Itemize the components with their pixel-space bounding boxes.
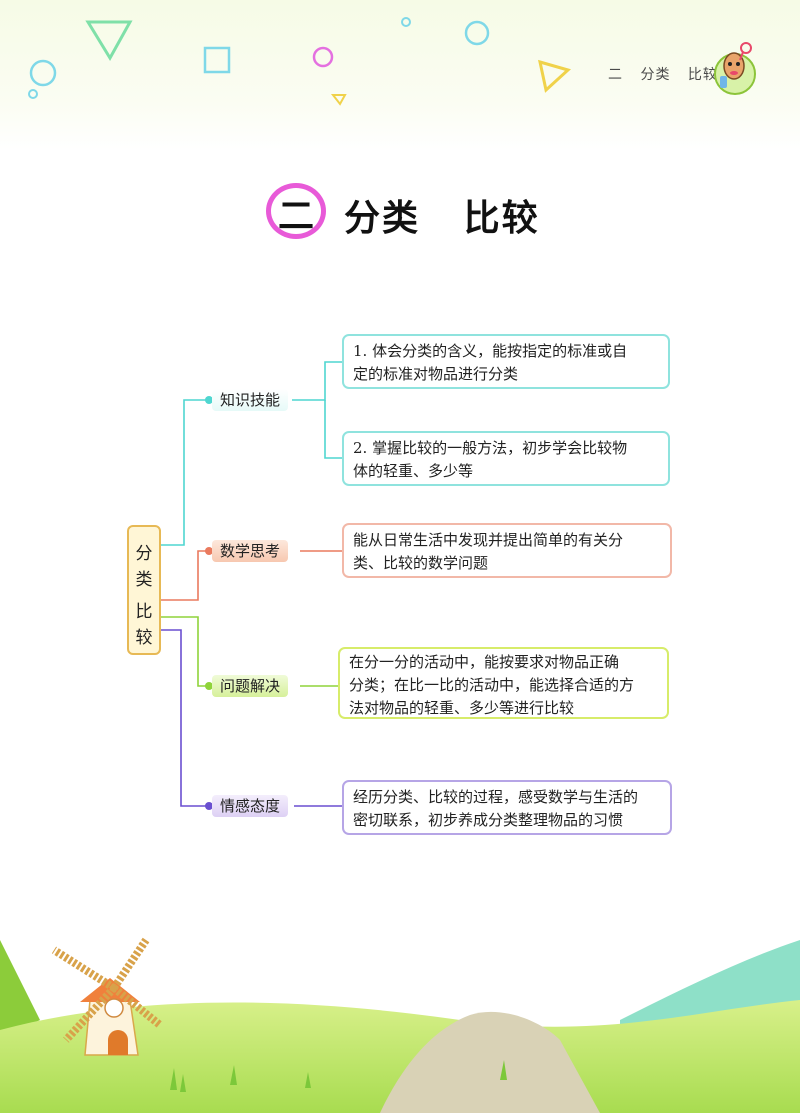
title-text: 分类 比较 bbox=[344, 198, 540, 239]
connector-problem bbox=[161, 616, 212, 687]
category-problem: 问题解决 bbox=[212, 675, 289, 697]
box-line: 分类；在比一比的活动中，能选择合适的方 bbox=[349, 676, 635, 694]
circle-icon bbox=[312, 46, 334, 68]
box-line: 体的轻重、多少等 bbox=[353, 462, 474, 480]
content-box-attitude: 经历分类、比较的过程，感受数学与生活的 密切联系，初步养成分类整理物品的习惯 bbox=[342, 780, 672, 835]
circle-icon bbox=[29, 59, 57, 87]
category-dot bbox=[205, 802, 213, 810]
decorative-shapes bbox=[28, 17, 572, 106]
category-thinking: 数学思考 bbox=[212, 540, 289, 562]
mascot-icon bbox=[714, 42, 756, 95]
landscape-illustration bbox=[0, 937, 800, 1113]
category-attitude: 情感态度 bbox=[212, 795, 289, 817]
circle-icon bbox=[401, 17, 411, 27]
chapter-number: 二 bbox=[608, 67, 623, 83]
content-box-knowledge-2: 2. 掌握比较的一般方法，初步学会比较物 体的轻重、多少等 bbox=[342, 431, 670, 486]
box-line: 能从日常生活中发现并提出简单的有关分 bbox=[353, 531, 624, 549]
page-title: 二 分类 比较 bbox=[0, 183, 800, 243]
chapter-title: 分类 bbox=[640, 67, 671, 83]
running-header: 二 分类 比较 bbox=[608, 64, 730, 84]
box-line: 1. 体会分类的含义，能按指定的标准或自 bbox=[353, 342, 628, 360]
box-line: 2. 掌握比较的一般方法，初步学会比较物 bbox=[353, 439, 628, 457]
connector-knowledge bbox=[161, 399, 212, 546]
hill-left bbox=[0, 940, 40, 1040]
category-dot bbox=[205, 547, 213, 555]
content-box-knowledge-1: 1. 体会分类的含义，能按指定的标准或自 定的标准对物品进行分类 bbox=[342, 334, 670, 389]
triangle-icon bbox=[538, 59, 572, 93]
box-line: 密切联系，初步养成分类整理物品的习惯 bbox=[353, 811, 624, 829]
title-number-circle bbox=[266, 183, 326, 239]
box-line: 经历分类、比较的过程，感受数学与生活的 bbox=[353, 788, 639, 806]
box-line: 在分一分的活动中，能按要求对物品正确 bbox=[349, 653, 620, 671]
grass-tufts-icon bbox=[170, 1060, 507, 1092]
title-number: 二 bbox=[277, 196, 314, 237]
root-label-2: 比 较 bbox=[135, 602, 153, 648]
connector-knowledge-branch bbox=[324, 400, 342, 459]
category-knowledge: 知识技能 bbox=[212, 389, 289, 411]
category-dot bbox=[205, 396, 213, 404]
circle-icon bbox=[28, 89, 38, 99]
square-icon bbox=[203, 46, 231, 74]
root-node: 分 类 比 较 bbox=[127, 525, 161, 655]
root-label-1: 分 类 bbox=[135, 544, 153, 590]
windmill-icon bbox=[51, 937, 163, 1056]
triangle-icon bbox=[330, 94, 347, 106]
chapter-subtitle: 比较 bbox=[687, 67, 718, 83]
connector-knowledge-branch bbox=[292, 361, 342, 401]
box-line: 类、比较的数学问题 bbox=[353, 554, 489, 572]
box-line: 法对物品的轻重、多少等进行比较 bbox=[349, 699, 575, 717]
connector-thinking bbox=[161, 550, 212, 601]
connector-attitude bbox=[161, 629, 212, 807]
content-box-thinking: 能从日常生活中发现并提出简单的有关分 类、比较的数学问题 bbox=[342, 523, 672, 578]
category-dot bbox=[205, 682, 213, 690]
box-line: 定的标准对物品进行分类 bbox=[353, 365, 519, 383]
path-road bbox=[380, 1011, 600, 1113]
header-band bbox=[0, 0, 800, 150]
content-box-problem: 在分一分的活动中，能按要求对物品正确 分类；在比一比的活动中，能选择合适的方 法… bbox=[338, 647, 669, 719]
grass-field bbox=[0, 1000, 800, 1113]
circle-icon bbox=[464, 20, 490, 46]
triangle-icon bbox=[85, 20, 133, 61]
